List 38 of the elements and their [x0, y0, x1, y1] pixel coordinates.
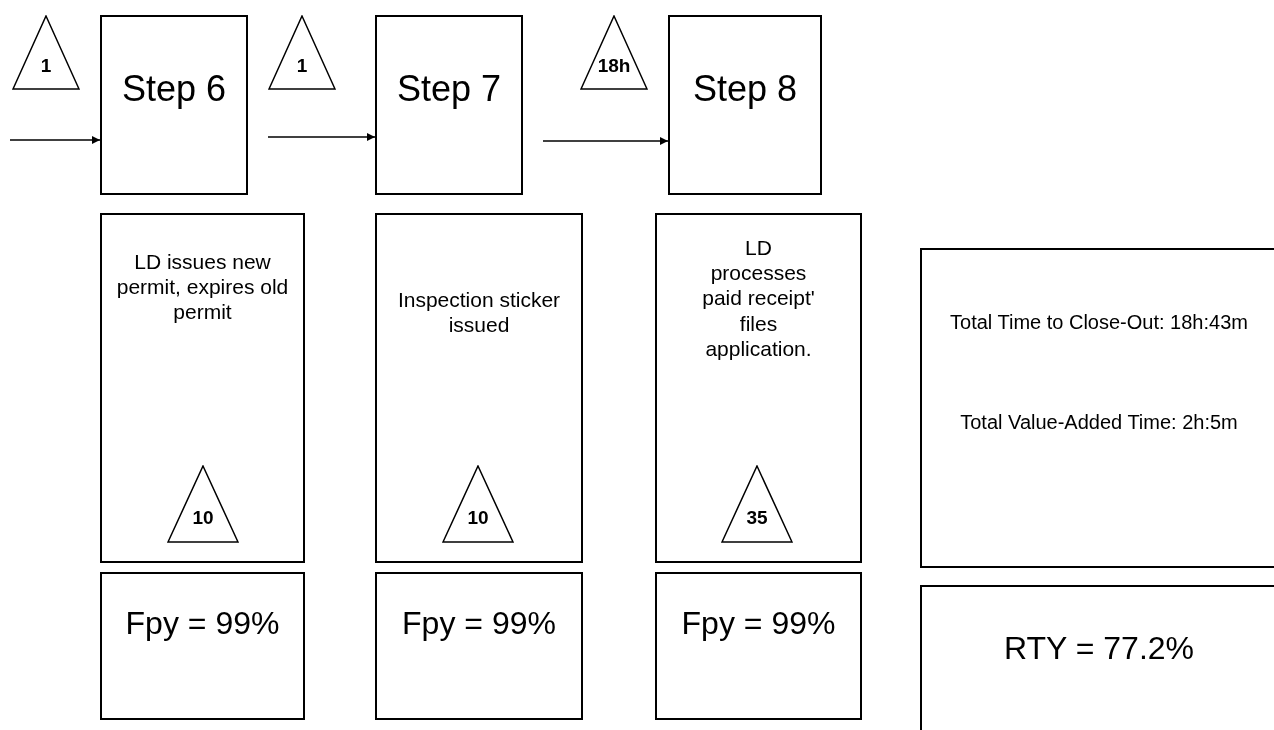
arrow: [9, 136, 101, 144]
quantity-label: 1: [39, 55, 53, 78]
quantity-label: 18h: [596, 55, 632, 78]
arrow: [267, 133, 376, 141]
arrow: [542, 137, 669, 145]
description-text: Total Time to Close-Out: 18h:43m: [949, 310, 1249, 334]
metric-box: [375, 572, 583, 720]
box-title: Fpy = 99%: [680, 604, 837, 643]
inventory-triangle: [721, 465, 793, 543]
description-text: Inspection sticker issued: [396, 287, 562, 338]
description-text: Total Value-Added Time: 2h:5m: [959, 410, 1239, 434]
description-box: [100, 213, 305, 563]
description-box: [375, 213, 583, 563]
summary-box: [920, 585, 1274, 730]
quantity-label: 35: [745, 507, 769, 530]
inventory-triangle: [167, 465, 239, 543]
description-text: LD issues new permit, expires old permit: [115, 249, 290, 325]
box-title: Fpy = 99%: [124, 604, 281, 643]
quantity-label: 10: [191, 507, 215, 530]
inventory-triangle: [580, 15, 648, 90]
quantity-label: 1: [295, 55, 309, 78]
process-box: [668, 15, 822, 195]
quantity-label: 10: [466, 507, 490, 530]
description-text: LD processes paid receipt' files application.: [701, 235, 816, 361]
metric-box: [655, 572, 862, 720]
summary-box: [920, 248, 1274, 568]
description-box: [655, 213, 862, 563]
process-box: [375, 15, 523, 195]
inventory-triangle: [268, 15, 336, 90]
box-title: Step 7: [395, 67, 503, 111]
inventory-triangle: [12, 15, 80, 90]
box-title: RTY = 77.2%: [1002, 629, 1195, 668]
process-box: [100, 15, 248, 195]
inventory-triangle: [442, 465, 514, 543]
box-title: Fpy = 99%: [401, 604, 557, 643]
box-title: Step 8: [691, 67, 799, 111]
metric-box: [100, 572, 305, 720]
box-title: Step 6: [120, 67, 228, 111]
